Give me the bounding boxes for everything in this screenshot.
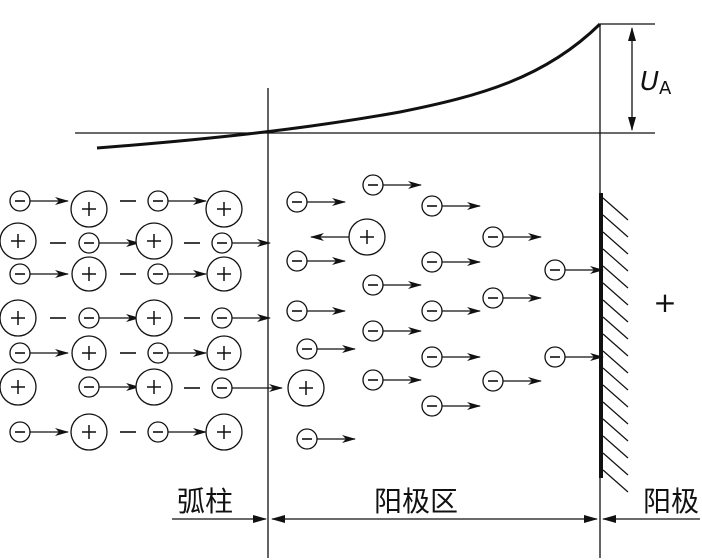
anode-polarity-sign: + bbox=[653, 286, 676, 319]
electron bbox=[421, 195, 481, 217]
anode-region-label: 阳极区 bbox=[374, 485, 458, 518]
electron bbox=[362, 369, 422, 391]
electron bbox=[286, 300, 346, 322]
ion bbox=[0, 222, 37, 260]
electron bbox=[147, 342, 207, 364]
electron bbox=[544, 259, 604, 281]
electron bbox=[9, 342, 69, 364]
voltage-subscript: A bbox=[659, 78, 672, 99]
electron bbox=[147, 263, 207, 285]
anode-label: 阳极 bbox=[643, 485, 699, 518]
ion bbox=[0, 299, 37, 337]
electron bbox=[286, 250, 346, 272]
ion bbox=[287, 369, 325, 407]
ion bbox=[135, 299, 173, 337]
ion bbox=[71, 335, 107, 371]
ion bbox=[0, 368, 37, 406]
electron bbox=[296, 428, 356, 450]
electron bbox=[147, 190, 207, 212]
electron bbox=[544, 346, 604, 368]
electron bbox=[421, 395, 481, 417]
ion bbox=[71, 256, 107, 292]
electron bbox=[211, 232, 271, 254]
electron bbox=[286, 191, 346, 213]
electron bbox=[362, 174, 422, 196]
electron bbox=[421, 251, 481, 273]
particles bbox=[0, 174, 604, 451]
electron bbox=[78, 307, 140, 329]
ion bbox=[206, 256, 242, 292]
electron bbox=[482, 287, 542, 309]
anode-surface bbox=[599, 193, 629, 493]
electron bbox=[296, 338, 356, 360]
ion bbox=[70, 190, 108, 228]
electron bbox=[78, 376, 140, 398]
ion bbox=[135, 368, 173, 406]
potential-curve bbox=[96, 22, 602, 150]
ion bbox=[310, 218, 386, 256]
arc-column-label: 弧柱 bbox=[177, 485, 233, 518]
electron bbox=[482, 370, 542, 392]
ion bbox=[205, 190, 243, 228]
electron bbox=[362, 320, 422, 342]
electron bbox=[147, 421, 207, 443]
electron bbox=[211, 377, 283, 399]
ion bbox=[135, 222, 173, 260]
electron bbox=[421, 346, 481, 368]
potential-plot: UA bbox=[75, 22, 672, 150]
electron bbox=[9, 190, 69, 212]
electron bbox=[362, 274, 422, 296]
electron bbox=[78, 232, 140, 254]
electron bbox=[482, 226, 542, 248]
ion bbox=[206, 335, 242, 371]
electron bbox=[9, 421, 69, 443]
electron bbox=[421, 300, 481, 322]
electron bbox=[211, 307, 271, 329]
ion bbox=[205, 413, 243, 451]
voltage-label: UA bbox=[640, 67, 672, 99]
electron bbox=[9, 263, 69, 285]
ion bbox=[70, 413, 108, 451]
